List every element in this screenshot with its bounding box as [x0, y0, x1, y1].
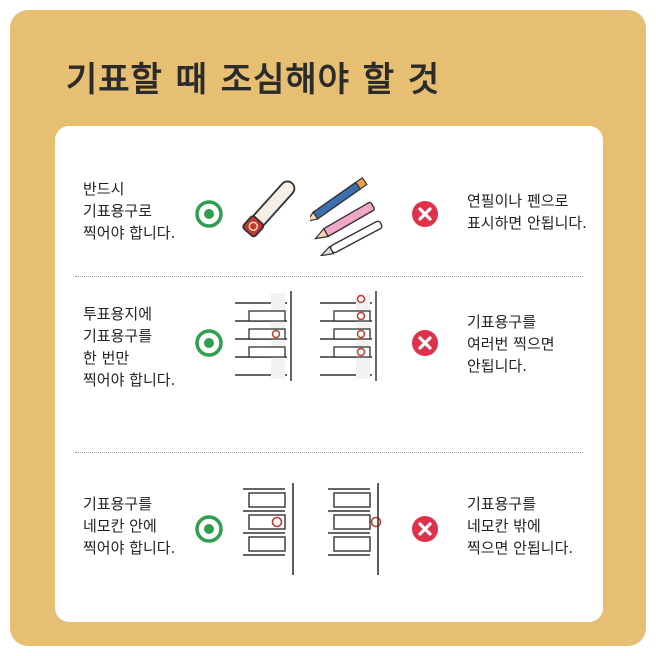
rule-wrong-text: 기표용구를 네모칸 밖에 찍으면 안됩니다. — [467, 493, 573, 559]
text-line: 연필이나 펜으로 — [467, 192, 569, 210]
stamp-tool-illustration — [242, 180, 296, 238]
rule-wrong-text: 연필이나 펜으로 표시하면 안됩니다. — [467, 190, 587, 234]
x-circle-icon — [412, 201, 438, 227]
text-line: 한 번만 — [83, 349, 130, 367]
text-line: 기표용구를 — [83, 495, 153, 513]
ballot-multiple-stamp-illustration — [320, 291, 377, 381]
text-line: 찍으면 안됩니다. — [467, 539, 574, 557]
ballot-outside-stamp-illustration — [328, 483, 382, 575]
dotted-divider — [75, 452, 583, 453]
text-line: 찍어야 합니다. — [83, 539, 176, 557]
text-line: 기표용구를 — [467, 495, 537, 513]
text-line: 기표용구로 — [83, 202, 153, 220]
text-line: 찍어야 합니다. — [83, 371, 176, 389]
check-circle-icon — [195, 329, 223, 357]
page-title: 기표할 때 조심해야 할 것 — [66, 60, 441, 100]
content-panel: 반드시 기표용구로 찍어야 합니다. — [55, 126, 603, 622]
text-line: 기표용구를 — [83, 327, 153, 345]
background-frame: 기표할 때 조심해야 할 것 반드시 기표용구로 찍어야 합니다. — [10, 10, 646, 646]
rule-row-tool: 반드시 기표용구로 찍어야 합니다. — [55, 156, 603, 276]
rule-correct-text: 투표용지에 기표용구를 한 번만 찍어야 합니다. — [83, 303, 175, 391]
ballot-inside-stamp-illustration — [243, 483, 294, 575]
rule-correct-text: 반드시 기표용구로 찍어야 합니다. — [83, 178, 175, 244]
dotted-divider — [75, 276, 583, 277]
x-circle-icon — [412, 516, 438, 542]
text-line: 표시하면 안됩니다. — [467, 214, 587, 232]
rule-row-once: 투표용지에 기표용구를 한 번만 찍어야 합니다. — [55, 291, 603, 451]
ballot-single-stamp-illustration — [235, 291, 292, 381]
text-line: 투표용지에 — [83, 305, 153, 323]
pencil-and-pen-illustration — [310, 176, 383, 256]
text-line: 네모칸 밖에 — [467, 517, 541, 535]
rule-correct-text: 기표용구를 네모칸 안에 찍어야 합니다. — [83, 493, 175, 559]
text-line: 반드시 — [83, 180, 125, 198]
text-line: 여러번 찍으면 — [467, 335, 555, 353]
x-circle-icon — [412, 330, 438, 356]
text-line: 기표용구를 — [467, 313, 537, 331]
text-line: 찍어야 합니다. — [83, 224, 176, 242]
text-line: 안됩니다. — [467, 357, 527, 375]
rule-row-inside-box: 기표용구를 네모칸 안에 찍어야 합니다. — [55, 471, 603, 611]
rule-wrong-text: 기표용구를 여러번 찍으면 안됩니다. — [467, 311, 555, 377]
check-circle-icon — [195, 200, 223, 228]
check-circle-icon — [195, 515, 223, 543]
text-line: 네모칸 안에 — [83, 517, 157, 535]
